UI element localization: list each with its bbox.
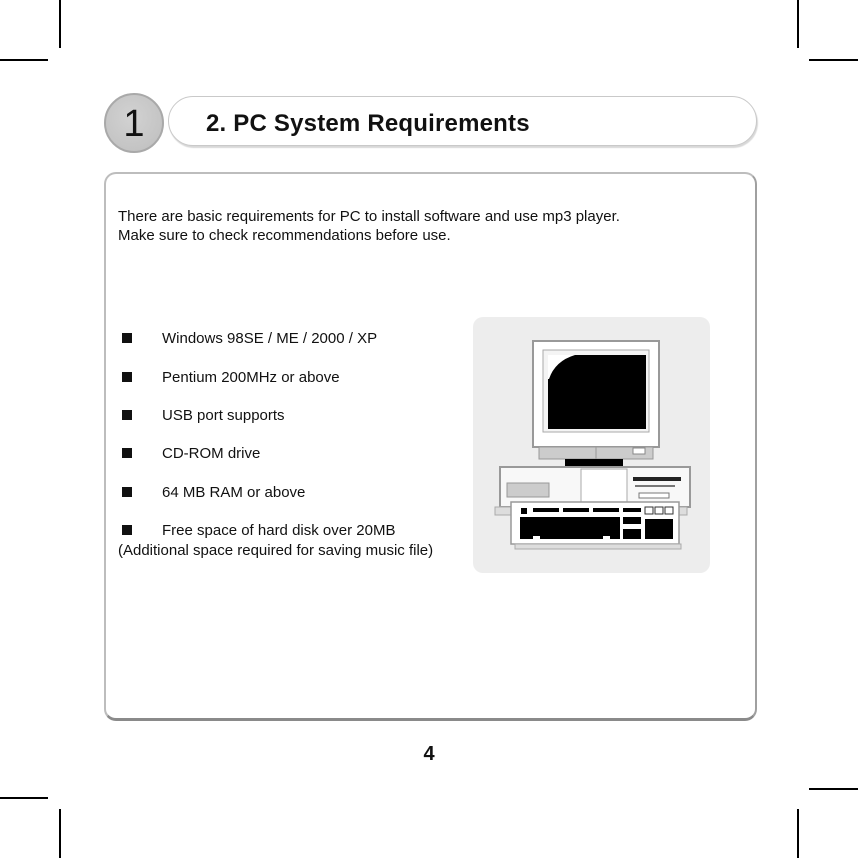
- requirement-label: CD-ROM drive: [162, 445, 261, 462]
- requirement-label: Windows 98SE / ME / 2000 / XP: [162, 330, 378, 347]
- square-bullet-icon: [122, 372, 132, 382]
- square-bullet-icon: [122, 448, 132, 458]
- square-bullet-icon: [122, 410, 132, 420]
- requirement-label: Free space of hard disk over 20MB: [162, 522, 396, 539]
- illustration-panel: [473, 317, 710, 573]
- crop-mark: [59, 0, 61, 48]
- crop-mark: [0, 59, 48, 61]
- crop-mark: [809, 59, 858, 61]
- requirement-note: (Additional space required for saving mu…: [118, 542, 434, 559]
- page-title: 2. PC System Requirements: [206, 110, 530, 137]
- requirement-label: 64 MB RAM or above: [162, 484, 306, 501]
- page-number: 4: [423, 743, 435, 765]
- chapter-number: 1: [123, 103, 145, 145]
- crop-mark: [809, 788, 858, 790]
- section-title-bar: 2. PC System Requirements: [168, 96, 757, 146]
- chapter-badge: 1: [104, 93, 164, 153]
- square-bullet-icon: [122, 333, 132, 343]
- square-bullet-icon: [122, 525, 132, 535]
- intro-line: There are basic requirements for PC to i…: [118, 208, 620, 225]
- crop-mark: [0, 797, 48, 799]
- desktop-computer-icon: [494, 340, 691, 550]
- intro-line: Make sure to check recommendations befor…: [118, 227, 451, 244]
- content-box: [104, 172, 757, 721]
- crop-mark: [797, 809, 799, 858]
- intro-text: There are basic requirements for PC to i…: [118, 207, 620, 245]
- requirement-label: Pentium 200MHz or above: [162, 369, 340, 386]
- crop-mark: [797, 0, 799, 48]
- square-bullet-icon: [122, 487, 132, 497]
- crop-mark: [59, 809, 61, 858]
- requirement-label: USB port supports: [162, 407, 285, 424]
